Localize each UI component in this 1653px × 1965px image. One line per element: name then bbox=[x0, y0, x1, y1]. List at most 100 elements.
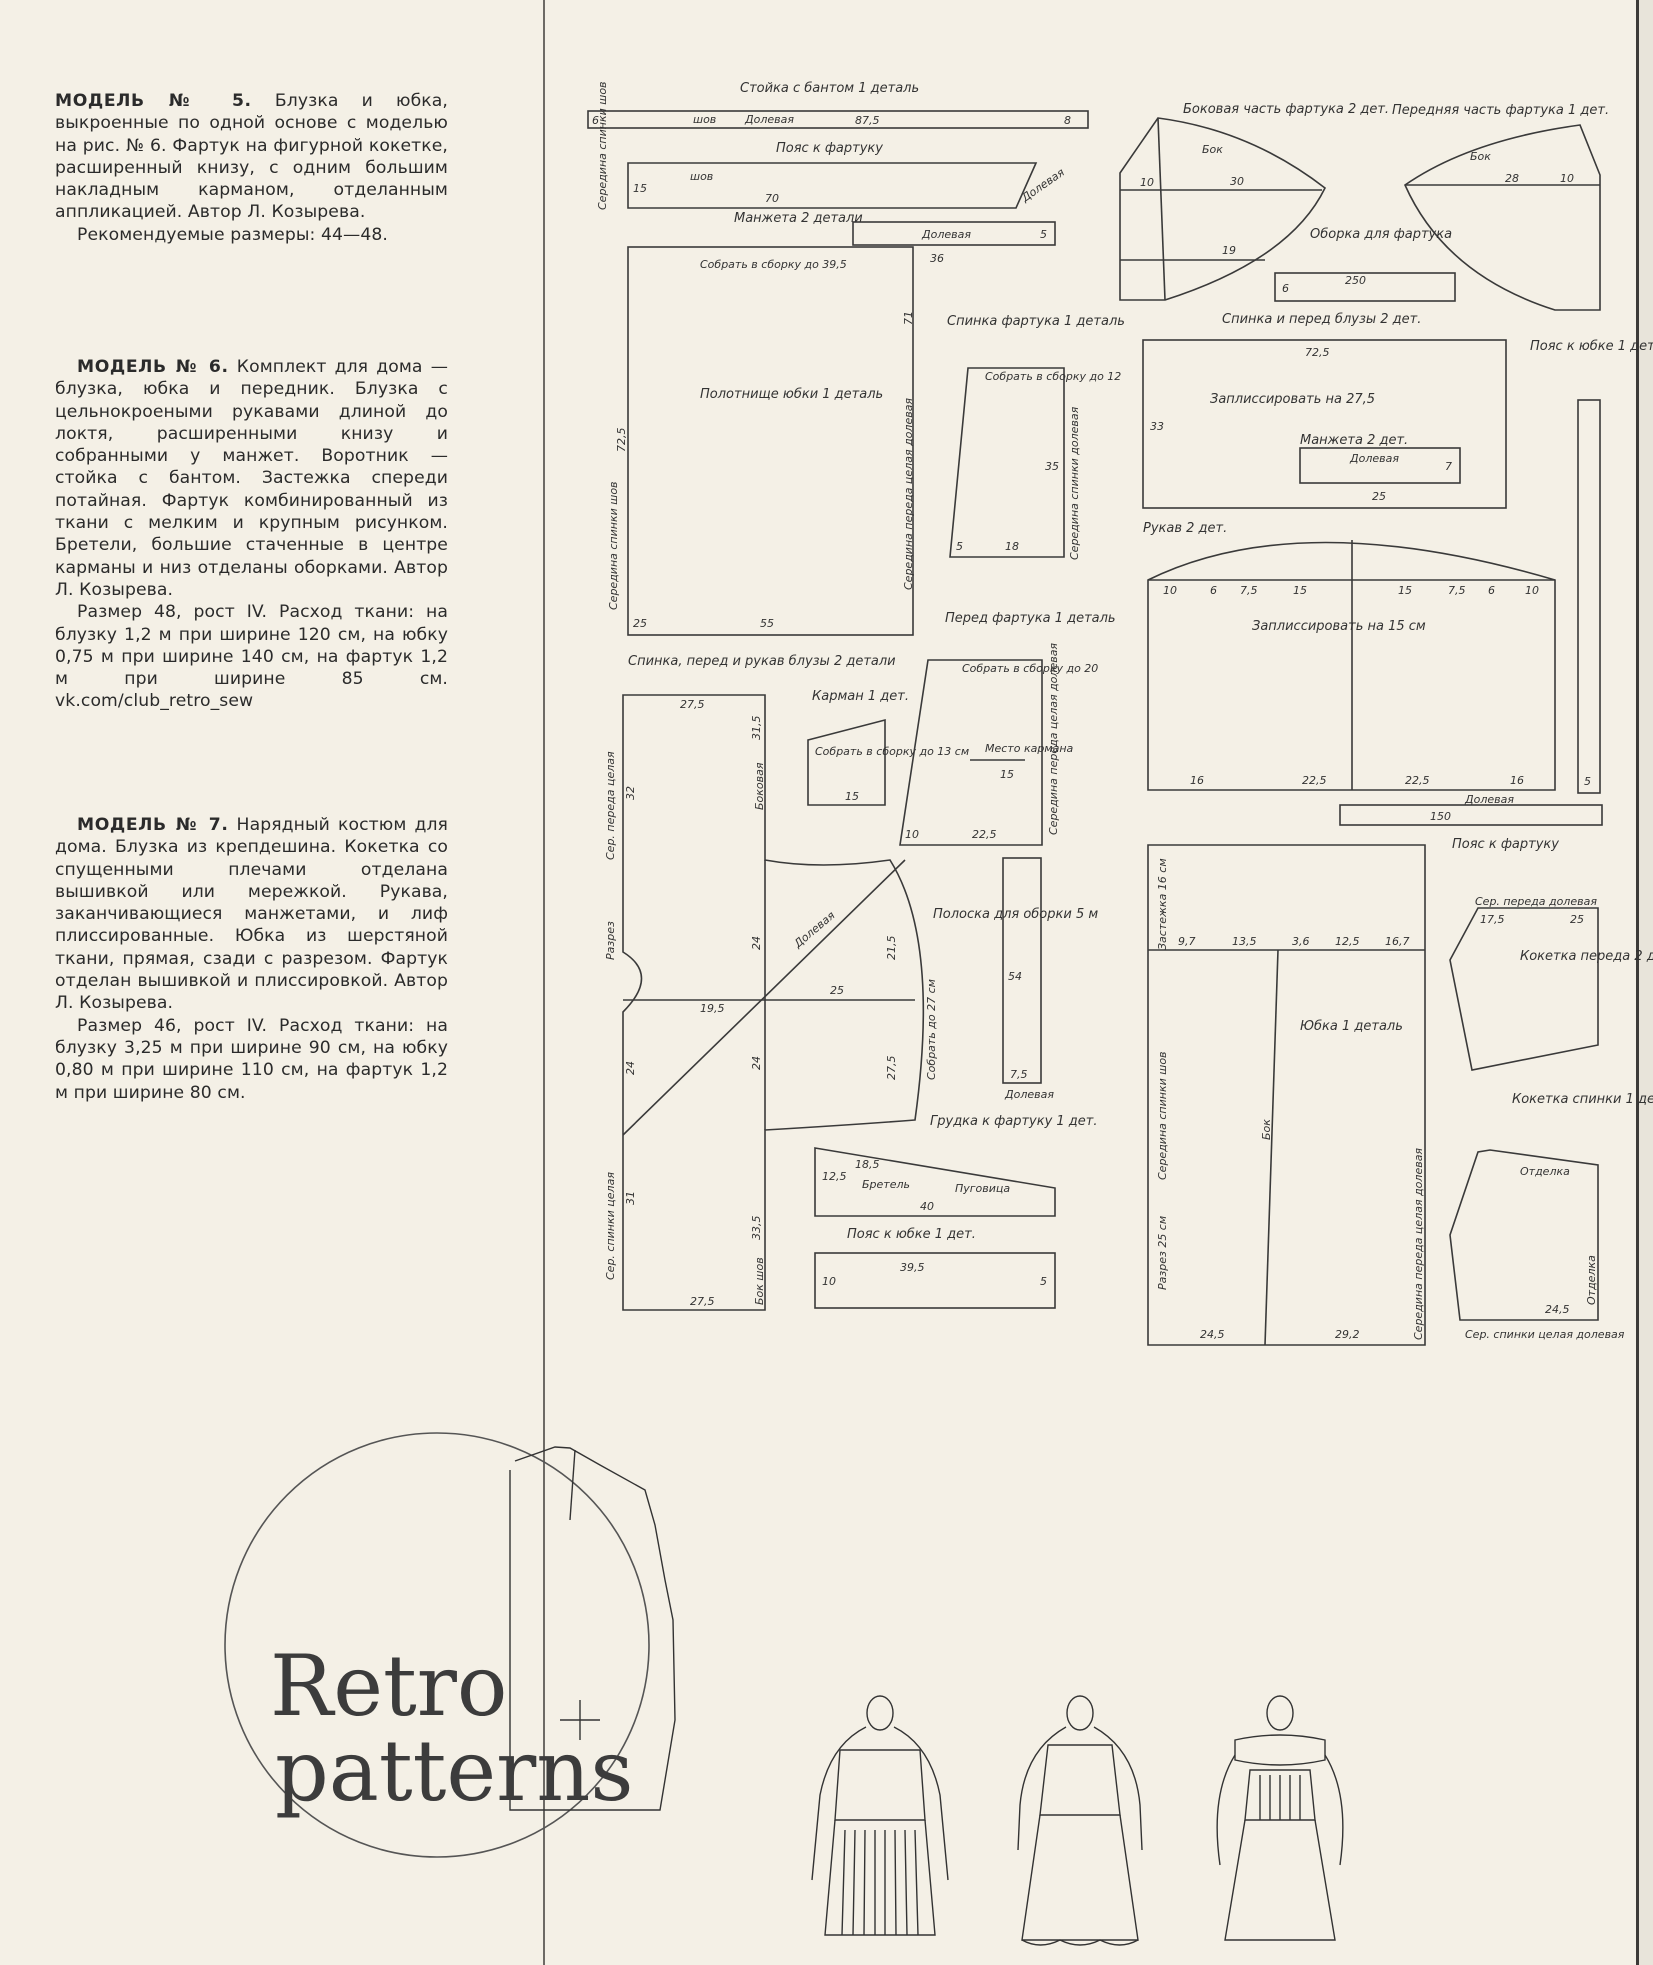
fashion-figure-3 bbox=[1216, 1695, 1344, 1941]
dim: 5 bbox=[1040, 1275, 1047, 1288]
label: Пуговица bbox=[955, 1182, 1010, 1195]
label: Разрез bbox=[604, 921, 617, 960]
dim: 28 bbox=[1505, 172, 1519, 185]
piece-cuff: Манжета 2 дет. Долевая 7 bbox=[1299, 433, 1461, 484]
label: Бок bbox=[1202, 143, 1223, 156]
piece-front-yoke: Сер. переда долевая Кокетка переда 2 дет… bbox=[1449, 895, 1653, 1071]
dim: 33 bbox=[1150, 420, 1164, 433]
dim: 25 bbox=[633, 617, 647, 630]
piece-skirt-main: 9,7 13,5 3,6 12,5 16,7 Юбка 1 деталь 24,… bbox=[1147, 844, 1426, 1346]
dim: 27,5 bbox=[680, 698, 705, 711]
label: Пояс к юбке 1 дет. bbox=[847, 1227, 976, 1242]
dim: 70 bbox=[765, 192, 779, 205]
dim: 24,5 bbox=[1200, 1328, 1225, 1341]
dim: 15 bbox=[1398, 584, 1412, 597]
dim: 9,7 bbox=[1178, 935, 1196, 948]
dim: 18 bbox=[1005, 540, 1019, 553]
dim: 25 bbox=[830, 984, 844, 997]
dim: 3,6 bbox=[1292, 935, 1310, 948]
retro-patterns-logo: Retro patterns bbox=[224, 1432, 676, 1858]
dim: 72,5 bbox=[1305, 346, 1330, 359]
label-stoyka: Стойка с бантом 1 деталь bbox=[740, 81, 919, 96]
dim: 36 bbox=[930, 252, 944, 265]
dim: 250 bbox=[1345, 274, 1366, 287]
model-5-sizes: Рекомендуемые размеры: 44—48. bbox=[77, 224, 388, 245]
piece-apron-front-skirt: Перед фартука 1 деталь Собрать в сборку … bbox=[899, 611, 1116, 846]
page-fold-line bbox=[543, 0, 545, 1965]
label: Долевая bbox=[744, 113, 794, 126]
piece-apron-frill: Оборка для фартука 250 6 bbox=[1274, 227, 1456, 302]
dim: 27,5 bbox=[885, 1056, 898, 1081]
dim: 16,7 bbox=[1385, 935, 1410, 948]
model-7-sizes: Размер 46, рост IV. Расход ткани: на блу… bbox=[55, 1015, 448, 1103]
model-5-description: МОДЕЛЬ № 5. Блузка и юбка, выкроенные по… bbox=[55, 90, 448, 246]
label: Юбка 1 деталь bbox=[1300, 1019, 1403, 1034]
piece-stoyka: Стойка с бантом 1 деталь шов Долевая 87,… bbox=[587, 81, 1089, 129]
dim: 12,5 bbox=[1335, 935, 1360, 948]
piece-frill-strip: Полоска для оборки 5 м 54 7,5 Долевая bbox=[933, 857, 1098, 1101]
logo-patterns: patterns bbox=[275, 1722, 633, 1820]
label: Середина спинки шов bbox=[1156, 1051, 1169, 1180]
label: Отделка bbox=[1585, 1255, 1598, 1305]
dim: 7,5 bbox=[1448, 584, 1466, 597]
dim: 10 bbox=[1560, 172, 1574, 185]
dim: 18,5 bbox=[855, 1158, 880, 1171]
label: шов bbox=[693, 113, 716, 126]
dim: 54 bbox=[1008, 970, 1022, 983]
label: Полотнище юбки 1 деталь bbox=[700, 387, 883, 402]
label: Середина переда целая долевая bbox=[902, 398, 915, 590]
model-6-description: МОДЕЛЬ № 6. Комплект для дома — блузка, … bbox=[55, 356, 448, 713]
piece-skirt-belt-bottom: Пояс к юбке 1 дет. 39,5 10 5 bbox=[814, 1227, 1056, 1309]
label: Бок bbox=[1470, 150, 1491, 163]
dim: 17,5 bbox=[1480, 913, 1505, 926]
model-6-sizes: Размер 48, рост IV. Расход ткани: на блу… bbox=[55, 602, 448, 712]
label: Спинка, перед и рукав блузы 2 детали bbox=[628, 654, 896, 669]
dim: 150 bbox=[1430, 810, 1451, 823]
dim: 6 bbox=[1488, 584, 1495, 597]
dim: 19 bbox=[1222, 244, 1236, 257]
dim: 5 bbox=[1584, 775, 1591, 788]
dim: 25 bbox=[1372, 490, 1386, 503]
model-7-title: МОДЕЛЬ № 7. bbox=[77, 815, 229, 835]
piece-back-yoke: Кокетка спинки 1 деталь 24,5 Сер. спинки… bbox=[1449, 1092, 1653, 1341]
piece-manzheta-top: Манжета 2 детали Долевая 5 36 bbox=[734, 211, 1056, 265]
label: Бок шов bbox=[753, 1257, 766, 1305]
piece-blouse-body: Спинка, перед и рукав блузы 2 детали 27,… bbox=[604, 654, 938, 1311]
model-7-description: МОДЕЛЬ № 7. Нарядный костюм для дома. Бл… bbox=[55, 814, 448, 1104]
label: Рукав 2 дет. bbox=[1143, 521, 1227, 536]
label: Середина спинки долевая bbox=[1068, 406, 1081, 560]
dim: 29,2 bbox=[1335, 1328, 1360, 1341]
label: Сер. переда целая bbox=[604, 751, 617, 860]
logo-retro: Retro bbox=[270, 1637, 507, 1735]
dim: 16 bbox=[1510, 774, 1524, 787]
dim: 16 bbox=[1190, 774, 1204, 787]
label: Собрать в сборку до 20 bbox=[962, 662, 1098, 675]
label: Долевая bbox=[791, 909, 838, 951]
dim: 32 bbox=[624, 786, 637, 800]
label: Пояс к фартуку bbox=[776, 141, 883, 156]
label: Долевая bbox=[1464, 793, 1514, 806]
label: Спинка фартука 1 деталь bbox=[947, 314, 1125, 329]
label: Бретель bbox=[862, 1178, 910, 1191]
label: Карман 1 дет. bbox=[812, 689, 909, 704]
dim: 24 bbox=[750, 1056, 763, 1070]
dim: 31,5 bbox=[750, 716, 763, 741]
label: Пояс к фартуку bbox=[1452, 837, 1559, 852]
dim: 7,5 bbox=[1240, 584, 1258, 597]
label: Сер. спинки целая долевая bbox=[1465, 1328, 1625, 1341]
label: Собрать в сборку до 39,5 bbox=[700, 258, 847, 271]
dim: 72,5 bbox=[615, 428, 628, 453]
dim: 24 bbox=[624, 1061, 637, 1075]
piece-skirt-panel: Собрать в сборку до 39,5 Полотнище юбки … bbox=[607, 246, 915, 636]
model-5-title: МОДЕЛЬ № 5. bbox=[55, 91, 252, 111]
label: Место кармана bbox=[985, 742, 1074, 755]
page-edge-line bbox=[1636, 0, 1639, 1965]
piece-poyas-fartuk-top: Пояс к фартуку шов 70 15 Середина спинки… bbox=[596, 81, 1067, 210]
dim: 15 bbox=[1000, 768, 1014, 781]
label: Спинка и перед блузы 2 дет. bbox=[1222, 312, 1421, 327]
piece-apron-bib: Грудка к фартуку 1 дет. 18,5 Бретель Пуг… bbox=[814, 1114, 1097, 1217]
dim: 22,5 bbox=[972, 828, 997, 841]
dim: 10 bbox=[905, 828, 919, 841]
model-7-text: Нарядный костюм для дома. Блузка из креп… bbox=[55, 815, 448, 1014]
